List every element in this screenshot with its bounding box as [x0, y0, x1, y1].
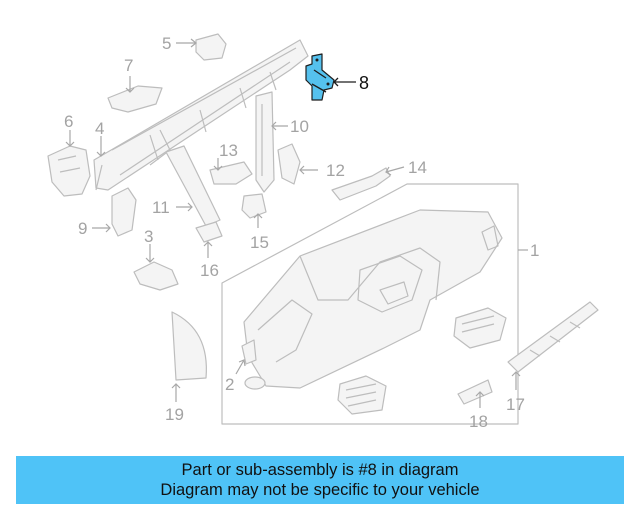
- part-1-instrument-panel: [243, 209, 503, 389]
- callout-18: 18: [469, 412, 488, 431]
- part-16-bracket: [195, 221, 223, 243]
- part-6-bracket: [47, 145, 91, 197]
- callout-15: 15: [250, 233, 269, 252]
- callout-6: 6: [64, 112, 73, 131]
- part-15-bracket: [241, 193, 267, 219]
- callout-2: 2: [225, 375, 234, 394]
- part-17-trim: [507, 301, 599, 373]
- callout-4: 4: [95, 119, 104, 138]
- callout-7: 7: [124, 56, 133, 75]
- part-3-bracket: [133, 261, 179, 291]
- part-14-bracket: [331, 167, 391, 201]
- part-7-bracket: [107, 85, 163, 113]
- part-9-bracket: [111, 187, 137, 237]
- part-10-bracket: [255, 91, 275, 193]
- callout-13: 13: [219, 141, 238, 160]
- callout-3: 3: [144, 227, 153, 246]
- part-8-highlighted: [305, 53, 335, 101]
- part-19-panel: [171, 311, 207, 381]
- callout-5: 5: [162, 34, 171, 53]
- part-4-cross-beam: [93, 39, 309, 191]
- banner-disclaimer: Diagram may not be specific to your vehi…: [160, 481, 480, 499]
- callout-12: 12: [326, 161, 345, 180]
- callout-9: 9: [78, 219, 87, 238]
- banner-part-note: Part or sub-assembly is #8 in diagram: [181, 461, 459, 479]
- panel-frame: [221, 183, 519, 425]
- callout-14: 14: [408, 158, 427, 177]
- leader-lines: [65, 38, 528, 408]
- callout-19: 19: [165, 405, 184, 424]
- callout-1: 1: [530, 241, 539, 260]
- part-13-bracket: [209, 161, 253, 185]
- part-18-bracket: [457, 379, 493, 405]
- part-2-clip: [241, 339, 266, 390]
- callout-10: 10: [290, 117, 309, 136]
- callout-11: 11: [152, 198, 170, 217]
- part-11-brace: [165, 145, 221, 227]
- callout-16: 16: [200, 261, 219, 280]
- callout-17: 17: [506, 395, 525, 414]
- info-banner: Part or sub-assembly is #8 in diagram Di…: [16, 456, 624, 504]
- part-12-bracket: [277, 143, 301, 185]
- part-5-bracket: [195, 33, 227, 61]
- callout-8-highlighted: 8: [359, 73, 369, 93]
- center-vent: [337, 375, 387, 415]
- side-vent: [453, 307, 507, 349]
